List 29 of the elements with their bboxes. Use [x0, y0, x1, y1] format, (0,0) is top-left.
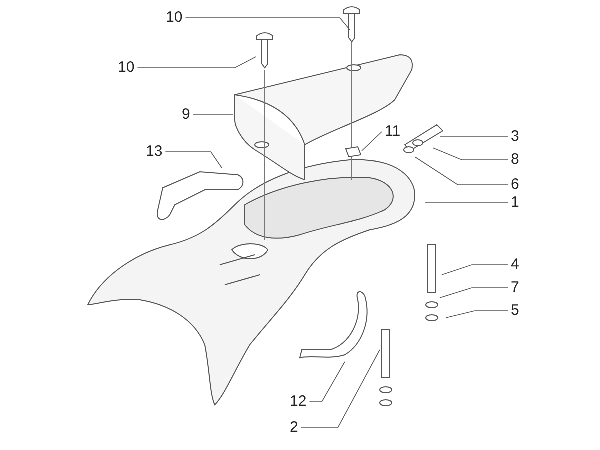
callout-number: 5 — [511, 302, 520, 320]
callout-number: 4 — [511, 256, 520, 274]
callout-number: 10 — [166, 9, 183, 27]
leader-line — [424, 202, 508, 204]
callout-number: 10 — [118, 59, 135, 77]
leader-line — [442, 264, 508, 276]
callout-number: 6 — [511, 176, 520, 194]
callout-number: 8 — [511, 151, 520, 169]
callout-number: 11 — [385, 123, 401, 141]
leader-line — [446, 310, 508, 318]
callout-number: 7 — [511, 279, 520, 297]
callout-number: 13 — [146, 143, 163, 161]
leader-line — [440, 136, 508, 138]
leader-line — [300, 350, 380, 428]
callout-number: 9 — [182, 106, 190, 124]
leader-line — [192, 114, 234, 116]
square-nut-drawing — [345, 145, 362, 157]
leader-line — [362, 132, 382, 152]
callout-number: 3 — [511, 128, 520, 146]
leader-line — [185, 18, 350, 30]
leader-line — [165, 152, 222, 168]
leader-line — [309, 362, 346, 402]
leader-line — [137, 56, 256, 68]
callout-number: 2 — [290, 419, 298, 437]
callout-number: 12 — [290, 393, 307, 411]
callout-number: 1 — [511, 194, 520, 212]
leader-line — [414, 156, 508, 186]
leader-line — [440, 288, 508, 298]
leader-line — [432, 148, 508, 160]
